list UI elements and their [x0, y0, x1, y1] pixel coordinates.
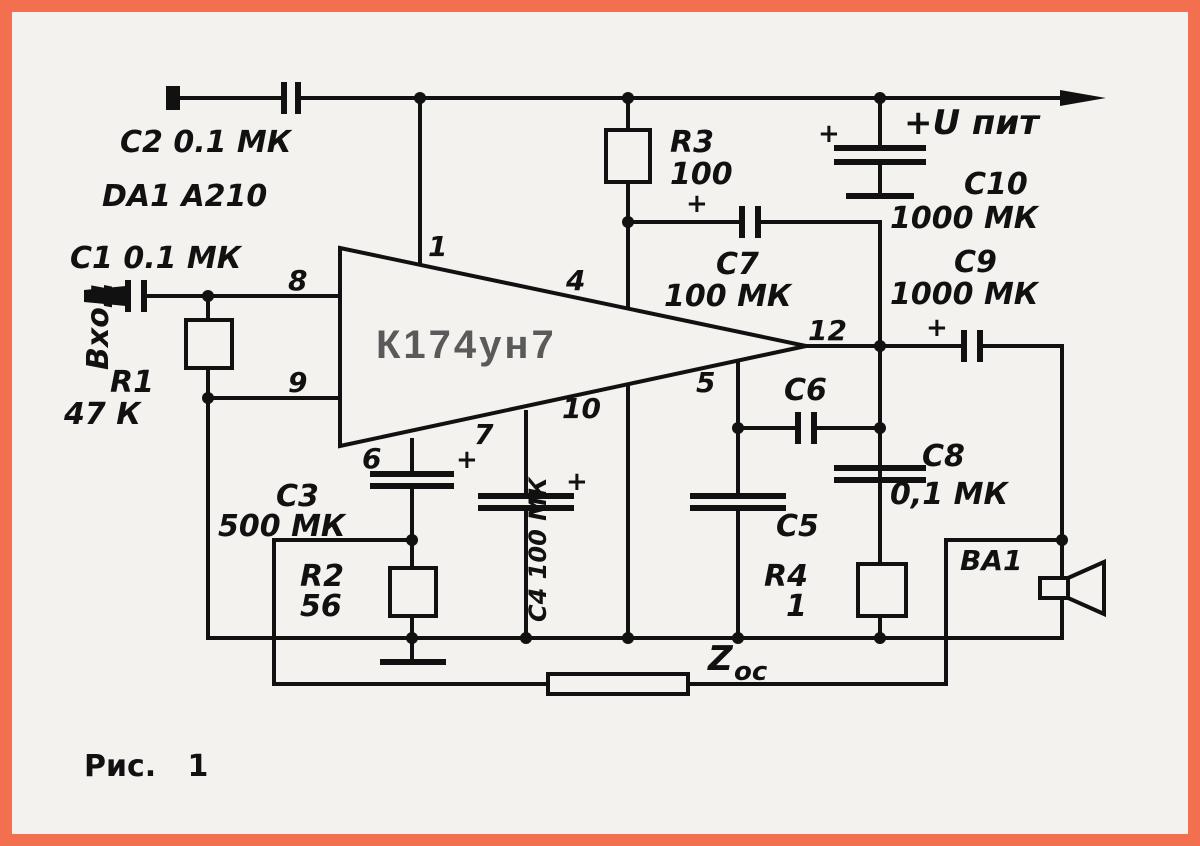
c8-value-label: 0,1 МК — [890, 477, 1009, 512]
c2-label: C2 0.1 МК — [120, 125, 293, 160]
chip-name-label: К174ун7 — [376, 323, 557, 367]
c4-capacitor — [478, 410, 574, 644]
c9-plus-sign: + — [926, 313, 948, 343]
r3-value-label: 100 — [670, 157, 733, 192]
r2-value-label: 56 — [300, 589, 342, 624]
c9-value-label: 1000 МК — [890, 277, 1040, 312]
c8-name-label: C8 — [922, 439, 965, 474]
r1-value-label: 47 К — [63, 397, 142, 432]
zoc-z-label: Z — [707, 639, 734, 679]
r4-resistor — [856, 562, 908, 644]
c6-capacitor — [732, 412, 882, 444]
c1-capacitor — [125, 280, 342, 312]
pin-4-label: 4 — [565, 264, 585, 297]
r3-resistor — [604, 96, 652, 644]
pin-8-label: 8 — [288, 264, 307, 297]
zoc-sub-label: ос — [734, 657, 768, 687]
pin-1-label: 1 — [428, 230, 447, 263]
input-section — [84, 286, 126, 306]
c7-name-label: C7 — [716, 247, 759, 282]
pin-7-label: 7 — [474, 418, 494, 451]
r2-resistor — [380, 566, 446, 665]
c4-label: C4 100 МК — [524, 476, 552, 622]
c10-capacitor — [834, 96, 926, 199]
r1-resistor — [184, 294, 342, 640]
r3-name-label: R3 — [670, 125, 714, 160]
pin-10-label: 10 — [562, 392, 601, 425]
k174un7-amplifier — [338, 245, 807, 449]
c10-value-label: 1000 МК — [890, 201, 1040, 236]
c7-value-label: 100 МК — [664, 279, 793, 314]
r2-name-label: R2 — [300, 559, 344, 594]
pin-5-label: 5 — [696, 366, 715, 399]
c8-capacitor — [834, 465, 926, 483]
c9-name-label: C9 — [954, 245, 997, 280]
c3-name-label: C3 — [276, 479, 319, 514]
r4-name-label: R4 — [764, 559, 808, 594]
pin-9-label: 9 — [288, 366, 307, 399]
c7-capacitor — [626, 206, 882, 238]
c3-plus-sign: + — [456, 445, 478, 475]
c7-plus-sign: + — [686, 189, 708, 219]
c1-label: C1 0.1 МК — [70, 241, 243, 276]
c5-label: C5 — [776, 509, 819, 544]
c4-plus-sign: + — [566, 467, 588, 497]
c10-plus-sign: + — [818, 119, 840, 149]
c10-name-label: C10 — [964, 167, 1028, 202]
c3-capacitor — [370, 438, 454, 570]
supply-label: +U пит — [904, 103, 1041, 143]
pin-6-label: 6 — [362, 442, 381, 475]
c5-capacitor — [690, 358, 786, 644]
r4-value-label: 1 — [786, 589, 807, 624]
pin-12-label: 12 — [808, 314, 847, 347]
r1-name-label: R1 — [110, 365, 154, 400]
ba1-label: BA1 — [960, 544, 1023, 577]
supply-rail — [166, 82, 1106, 114]
c3-value-label: 500 МК — [218, 509, 347, 544]
figure-caption: Рис. 1 — [84, 749, 208, 784]
output-node — [874, 220, 886, 566]
input-label: Вход — [81, 283, 116, 370]
da1-label: DA1 A210 — [102, 179, 267, 214]
zoc-feedback — [272, 538, 948, 696]
c6-label: C6 — [784, 373, 827, 408]
